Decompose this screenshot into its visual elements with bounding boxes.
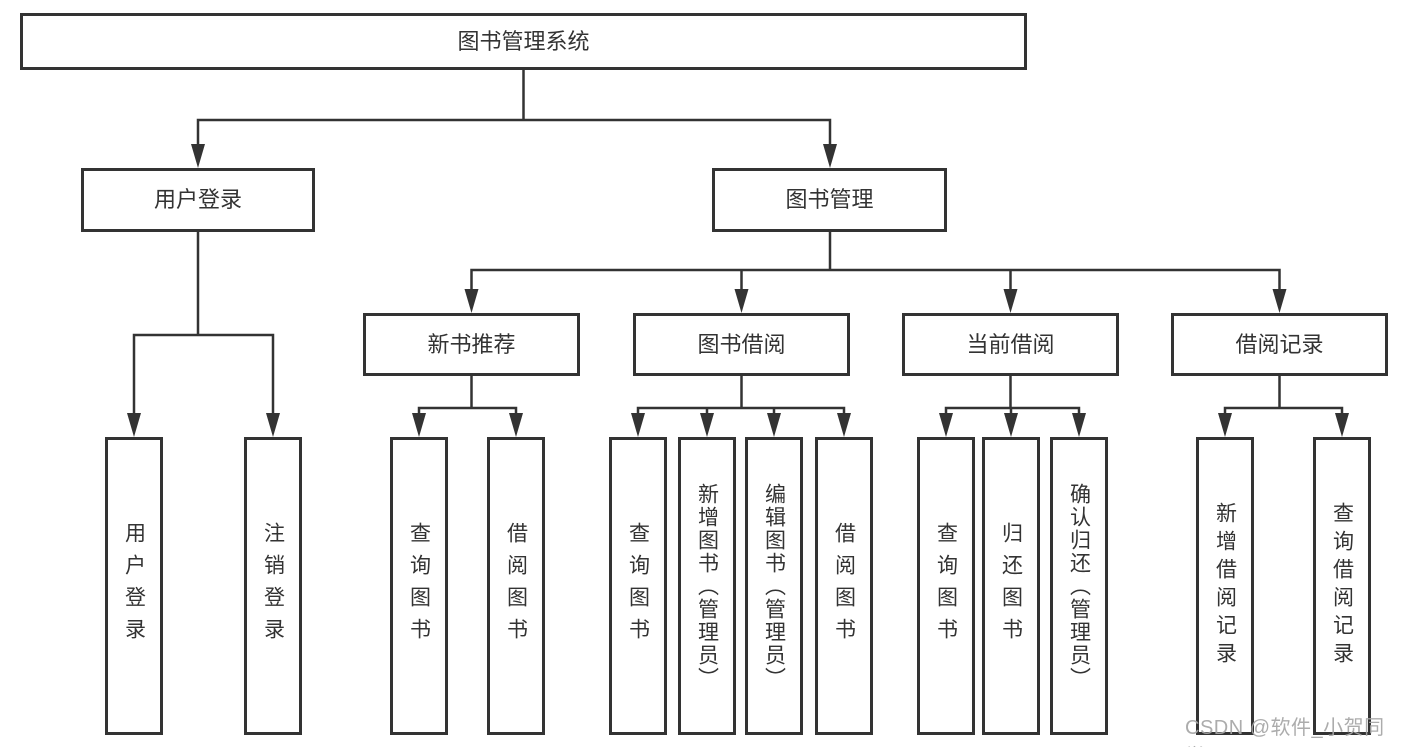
node-new-book-recommend: 新书推荐 bbox=[363, 313, 580, 376]
leaf-label: 确认归还（管理员） bbox=[1067, 482, 1091, 690]
leaf-query-books-current: 查询图书 bbox=[917, 437, 975, 735]
connector-bookborrow-to-children bbox=[631, 374, 851, 437]
leaf-confirm-return-admin: 确认归还（管理员） bbox=[1050, 437, 1108, 735]
leaf-label: 归还图书 bbox=[999, 522, 1023, 650]
leaf-user-login: 用户登录 bbox=[105, 437, 163, 735]
connector-borrowrecords-to-children bbox=[1218, 374, 1349, 437]
leaf-label: 用户登录 bbox=[122, 522, 146, 650]
node-label: 用户登录 bbox=[153, 187, 242, 212]
leaf-label: 查询借阅记录 bbox=[1330, 502, 1354, 670]
connector-bookmgmt-to-level3 bbox=[464, 230, 1287, 313]
leaf-edit-books-admin: 编辑图书（管理员） bbox=[745, 437, 803, 735]
leaf-label: 查询图书 bbox=[626, 522, 650, 650]
leaf-return-books: 归还图书 bbox=[982, 437, 1040, 735]
leaf-add-borrow-record: 新增借阅记录 bbox=[1196, 437, 1254, 735]
leaf-label: 新增图书（管理员） bbox=[695, 482, 719, 690]
leaf-query-books-borrow: 查询图书 bbox=[609, 437, 667, 735]
connector-userlogin-to-children bbox=[127, 230, 280, 437]
leaf-borrow-books-recommend: 借阅图书 bbox=[487, 437, 545, 735]
node-user-login-module: 用户登录 bbox=[81, 168, 315, 232]
csdn-watermark: CSDN @软件_小贺同学 bbox=[1185, 717, 1385, 747]
connector-root-to-level2 bbox=[191, 68, 837, 168]
connector-newbook-to-children bbox=[412, 374, 523, 437]
leaf-logout: 注销登录 bbox=[244, 437, 302, 735]
leaf-label: 查询图书 bbox=[934, 522, 958, 650]
node-label: 图书管理 bbox=[785, 187, 874, 212]
leaf-borrow-books: 借阅图书 bbox=[815, 437, 873, 735]
leaf-label: 编辑图书（管理员） bbox=[762, 482, 786, 690]
node-borrowing-records: 借阅记录 bbox=[1171, 313, 1388, 376]
leaf-label: 借阅图书 bbox=[832, 522, 856, 650]
node-root-label: 图书管理系统 bbox=[457, 28, 590, 54]
node-label: 图书借阅 bbox=[697, 331, 786, 357]
leaf-label: 借阅图书 bbox=[504, 522, 528, 650]
leaf-label: 新增借阅记录 bbox=[1213, 502, 1237, 670]
leaf-label: 查询图书 bbox=[407, 522, 431, 650]
node-book-borrowing: 图书借阅 bbox=[633, 313, 850, 376]
node-root-system: 图书管理系统 bbox=[20, 13, 1027, 70]
leaf-query-borrow-record: 查询借阅记录 bbox=[1313, 437, 1371, 735]
leaf-label: 注销登录 bbox=[261, 522, 285, 650]
node-book-management-module: 图书管理 bbox=[712, 168, 947, 232]
connector-currentborrow-to-children bbox=[939, 374, 1086, 437]
leaf-query-books-recommend: 查询图书 bbox=[390, 437, 448, 735]
leaf-add-books-admin: 新增图书（管理员） bbox=[678, 437, 736, 735]
node-label: 新书推荐 bbox=[427, 331, 516, 357]
node-label: 当前借阅 bbox=[966, 331, 1055, 357]
node-current-borrowing: 当前借阅 bbox=[902, 313, 1119, 376]
node-label: 借阅记录 bbox=[1235, 331, 1324, 357]
